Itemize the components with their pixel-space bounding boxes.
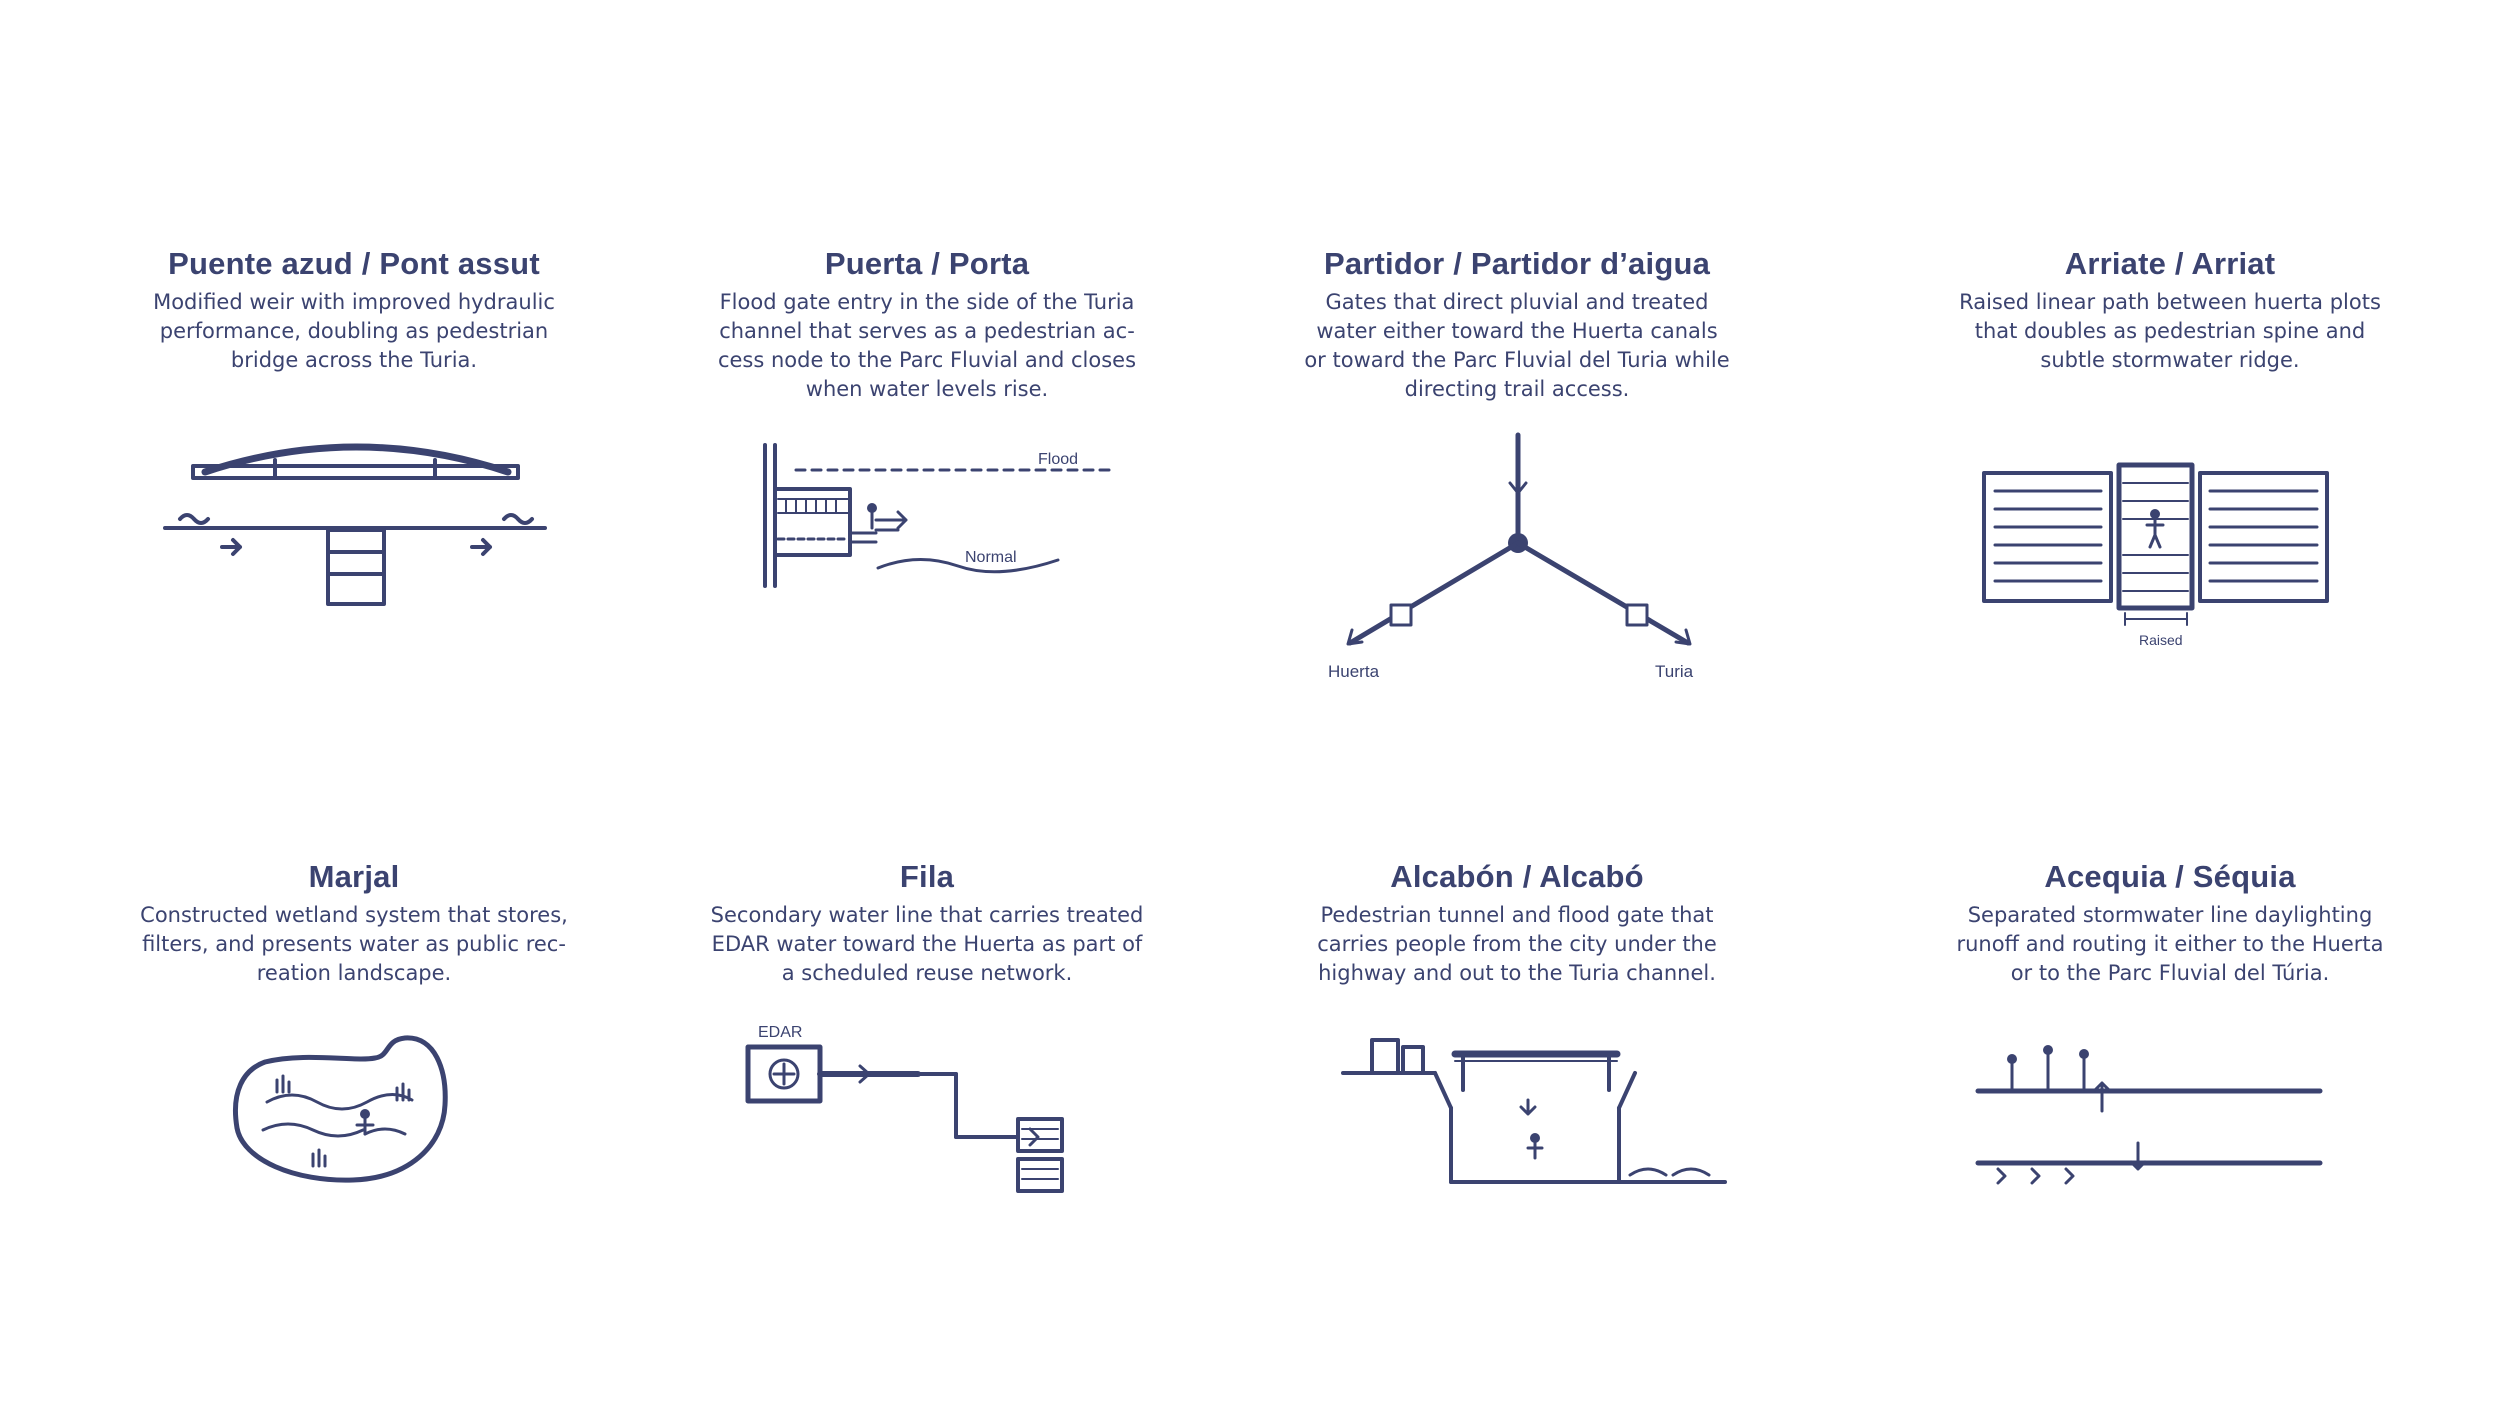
item-description: Modified weir with improved hydraulic pe…: [153, 290, 555, 372]
item-title: Arriate / Arriat: [2064, 246, 2276, 281]
huerta-label: Huerta: [1328, 662, 1380, 681]
flood-label: Flood: [1038, 451, 1078, 468]
item-description: Flood gate entry in the side of the Turi…: [717, 290, 1137, 401]
item-arriate: Arriate / Arriat Raised linear path betw…: [1920, 244, 2420, 375]
edar-label: EDAR: [758, 1024, 802, 1041]
item-description: Raised linear path between huerta plots …: [1959, 290, 2381, 372]
item-title: Puerta / Porta: [824, 246, 1030, 281]
stormwater-channel-icon: [1975, 1045, 2323, 1185]
item-puerta: Puerta / Porta Flood gate entry in the s…: [677, 244, 1177, 404]
treated-water-line-icon: EDAR: [745, 1024, 1064, 1193]
item-title: Acequia / Séquia: [2044, 859, 2296, 894]
normal-label: Normal: [965, 549, 1017, 566]
water-divider-icon: Huerta Turia: [1328, 432, 1694, 681]
item-title: Alcabón / Alcabó: [1390, 859, 1644, 894]
pedestrian-tunnel-icon: [1341, 1038, 1727, 1184]
raised-label: Raised: [2139, 632, 2183, 648]
item-description: Separated stormwater line daylighting ru…: [1956, 903, 2384, 985]
item-puente-azud: Puente azud / Pont assut Modified weir w…: [104, 244, 604, 375]
item-description: Secondary water line that carries treate…: [710, 903, 1144, 985]
item-alcabon: Alcabón / Alcabó Pedestrian tunnel and f…: [1267, 857, 1767, 988]
flood-gate-icon: Flood Normal: [763, 443, 1112, 588]
turia-label: Turia: [1655, 662, 1694, 681]
item-acequia: Acequia / Séquia Separated stormwater li…: [1920, 857, 2420, 988]
item-title: Puente azud / Pont assut: [168, 246, 540, 281]
item-title: Fila: [899, 859, 955, 894]
item-fila: Fila Secondary water line that carries t…: [677, 857, 1177, 988]
raised-path-icon: Raised: [1982, 462, 2329, 648]
item-title: Partidor / Partidor d’aigua: [1323, 246, 1711, 281]
item-description: Pedestrian tunnel and flood gate that ca…: [1317, 903, 1717, 985]
item-description: Gates that direct pluvial and treated wa…: [1304, 290, 1730, 401]
item-description: Constructed wetland system that stores, …: [140, 903, 568, 985]
wetland-icon: [232, 1035, 448, 1183]
item-partidor: Partidor / Partidor d’aigua Gates that d…: [1267, 244, 1767, 404]
weir-bridge-icon: [163, 443, 547, 606]
item-marjal: Marjal Constructed wetland system that s…: [104, 857, 604, 988]
item-title: Marjal: [308, 859, 400, 894]
